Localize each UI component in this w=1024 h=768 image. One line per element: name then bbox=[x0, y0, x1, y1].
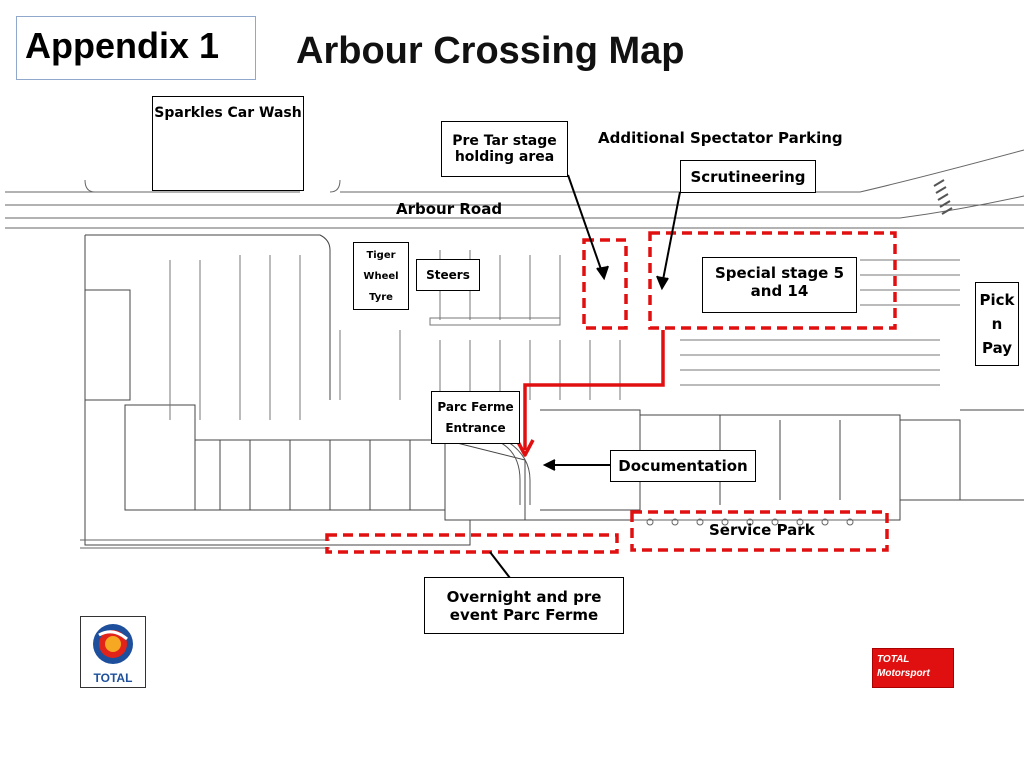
building-outlines bbox=[84, 234, 1024, 546]
pick-n-pay-label: Pick n Pay bbox=[979, 291, 1015, 357]
pointer-arrows bbox=[489, 174, 681, 579]
steers-box: Steers bbox=[416, 259, 480, 291]
scrutineering-label: Scrutineering bbox=[690, 167, 806, 186]
pre-tar-zone bbox=[582, 238, 628, 330]
appendix-label: Appendix 1 bbox=[16, 16, 256, 80]
wheel-label: Wheel bbox=[363, 270, 399, 282]
crossing bbox=[933, 179, 953, 215]
special-stage-zone bbox=[648, 231, 897, 330]
documentation-box: Documentation bbox=[610, 450, 756, 482]
railings bbox=[80, 519, 885, 549]
special-stage-label: Special stage 5 and 14 bbox=[714, 264, 845, 300]
route-line bbox=[515, 330, 665, 457]
spectator-parking-label: Additional Spectator Parking bbox=[598, 129, 843, 147]
pick-n-pay-box: Pick n Pay bbox=[975, 282, 1019, 366]
pre-tar-label: Pre Tar stage holding area bbox=[452, 133, 557, 165]
overnight-zone bbox=[325, 533, 619, 554]
highlight-zones bbox=[325, 231, 897, 554]
special-stage-box: Special stage 5 and 14 bbox=[702, 257, 857, 313]
tiger-label: Tiger bbox=[366, 249, 396, 261]
pre-tar-box: Pre Tar stage holding area bbox=[441, 121, 568, 177]
road-lines bbox=[5, 149, 1024, 229]
total-motorsport-logo: TOTAL Motorsport bbox=[872, 648, 954, 688]
service-markers bbox=[646, 518, 854, 526]
overnight-label: Overnight and pre event Parc Ferme bbox=[446, 587, 602, 624]
tiger-wheel-box: Tiger Wheel Tyre bbox=[353, 242, 409, 310]
car-wash-box: Sparkles Car Wash bbox=[152, 96, 304, 191]
parc-ferme-entrance-box: Parc Ferme Entrance bbox=[431, 391, 520, 444]
steers-label: Steers bbox=[426, 268, 470, 282]
tyre-label: Tyre bbox=[369, 291, 393, 303]
road-label: Arbour Road bbox=[396, 200, 503, 218]
overnight-box: Overnight and pre event Parc Ferme bbox=[424, 577, 624, 634]
total-logo: TOTAL bbox=[80, 616, 146, 688]
parc-ferme-entrance-label: Parc Ferme Entrance bbox=[437, 399, 514, 435]
documentation-label: Documentation bbox=[618, 457, 748, 475]
service-park-zone bbox=[630, 510, 889, 552]
scrutineering-box: Scrutineering bbox=[680, 160, 816, 193]
service-park-label: Service Park bbox=[709, 521, 815, 539]
page-title: Arbour Crossing Map bbox=[296, 30, 685, 72]
car-wash-label: Sparkles Car Wash bbox=[154, 105, 302, 121]
